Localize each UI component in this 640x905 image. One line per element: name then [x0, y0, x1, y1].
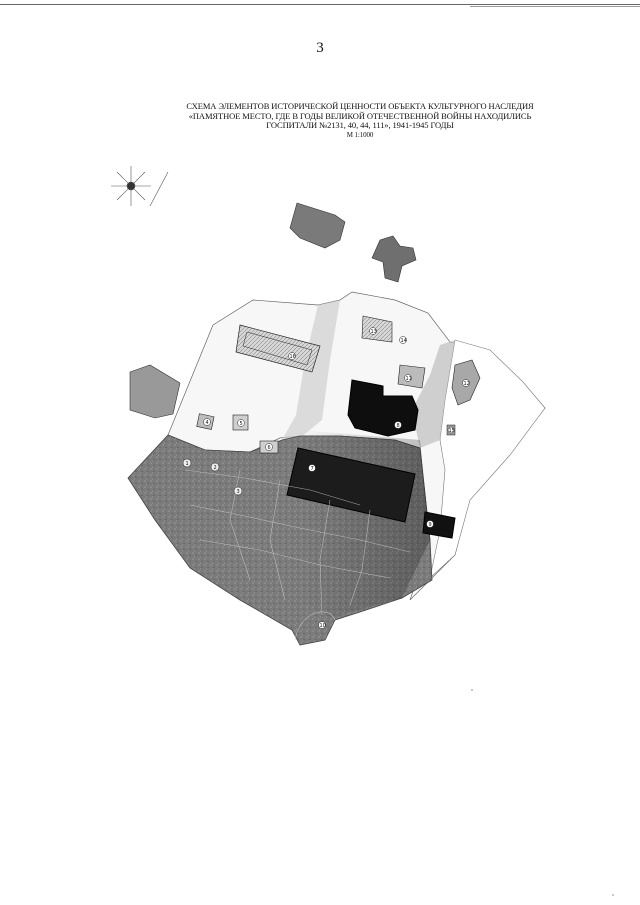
building-north-west: [289, 202, 346, 249]
object-label-5: 5: [237, 419, 245, 427]
object-markers: 1 2 3 4 5 6 7 8 9 10 11 12 13 14 15 16: [182, 327, 470, 629]
svg-text:10: 10: [320, 623, 326, 629]
object-label-13: 13: [369, 327, 377, 335]
svg-text:9: 9: [429, 522, 432, 528]
object-label-8: 8: [394, 421, 402, 429]
building-east-small: [397, 364, 426, 389]
object-label-15: 15: [447, 426, 455, 434]
object-label-3: 3: [233, 486, 243, 496]
title-line-2: «ПАМЯТНОЕ МЕСТО, ГДЕ В ГОДЫ ВЕЛИКОЙ ОТЕЧ…: [188, 110, 532, 121]
object-label-9: 9: [426, 520, 434, 528]
paths: [184, 469, 411, 641]
svg-text:4: 4: [206, 420, 209, 426]
top-border-line-short: [470, 6, 640, 7]
object-label-11: 11: [404, 374, 412, 382]
object-label-16: 16: [288, 352, 296, 360]
scan-speck: [612, 894, 614, 896]
svg-text:16: 16: [290, 354, 296, 360]
object-label-10: 10: [318, 621, 326, 629]
top-border-line: [0, 4, 640, 5]
building-east-black: [422, 511, 456, 539]
building-west: [129, 364, 181, 419]
svg-text:13: 13: [371, 329, 377, 335]
object-label-1: 1: [182, 458, 192, 468]
svg-text:12: 12: [464, 381, 470, 387]
object-label-2: 2: [210, 462, 220, 472]
svg-text:15: 15: [449, 428, 455, 434]
svg-text:8: 8: [397, 423, 400, 429]
svg-text:3: 3: [237, 489, 240, 495]
svg-text:7: 7: [311, 466, 314, 472]
map-scale: М 1:1000: [346, 130, 374, 139]
svg-text:14: 14: [401, 338, 407, 344]
scan-speck: [471, 689, 473, 691]
page-number: 3: [316, 40, 324, 56]
object-label-12: 12: [462, 379, 470, 387]
object-label-14: 14: [399, 336, 407, 344]
object-label-6: 6: [265, 443, 273, 451]
building-main-black: [347, 379, 419, 437]
title-line-3: ГОСПИТАЛИ №2131, 40, 44, 111», 1941-1945…: [266, 120, 454, 130]
svg-text:1: 1: [186, 461, 189, 467]
building-north-small: [361, 315, 393, 343]
object-label-4: 4: [203, 418, 211, 426]
svg-text:5: 5: [240, 421, 243, 427]
svg-text:2: 2: [214, 465, 217, 471]
building-south-dark: [286, 447, 416, 523]
compass-rose-icon: [111, 166, 169, 207]
title-line-1: СХЕМА ЭЛЕМЕНТОВ ИСТОРИЧЕСКОЙ ЦЕННОСТИ ОБ…: [186, 101, 534, 111]
svg-text:6: 6: [268, 445, 271, 451]
building-north-cross: [371, 235, 417, 283]
svg-text:11: 11: [406, 376, 412, 382]
central-grey-zone-east: [412, 340, 455, 448]
object-label-7: 7: [308, 464, 316, 472]
map-title: СХЕМА ЭЛЕМЕНТОВ ИСТОРИЧЕСКОЙ ЦЕННОСТИ ОБ…: [150, 101, 570, 140]
building-long-hatched: [235, 324, 321, 373]
